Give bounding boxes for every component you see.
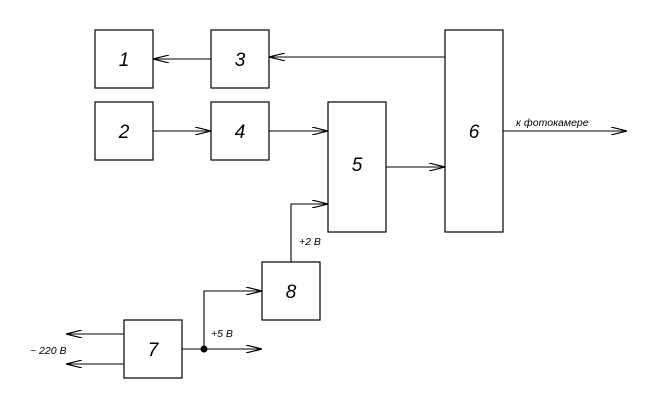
block-3: 3 <box>210 29 270 89</box>
arrow-junction-to-8 <box>203 291 262 349</box>
block-6: 6 <box>444 29 504 233</box>
block-3-label: 3 <box>235 50 246 71</box>
block-1: 1 <box>94 29 154 89</box>
block-7: 7 <box>123 319 183 379</box>
block-8-label: 8 <box>286 282 297 303</box>
block-5-label: 5 <box>352 155 363 176</box>
junction-dot <box>200 345 208 353</box>
plus5v-label: +5 В <box>211 328 233 340</box>
block-1-label: 1 <box>119 50 130 71</box>
block-4-label: 4 <box>235 122 246 143</box>
block-2-label: 2 <box>118 122 130 143</box>
block-2: 2 <box>94 101 154 161</box>
block-7-label: 7 <box>148 340 160 361</box>
block-8: 8 <box>261 261 321 321</box>
mains-label: ~ 220 В <box>30 345 67 357</box>
block-5: 5 <box>327 101 387 233</box>
to-camera-label: к фотокамере <box>516 117 589 129</box>
plus2v-label: +2 В <box>299 236 321 248</box>
block-4: 4 <box>210 101 270 161</box>
block-6-label: 6 <box>469 122 480 143</box>
arrow-8-to-5 <box>290 204 328 262</box>
